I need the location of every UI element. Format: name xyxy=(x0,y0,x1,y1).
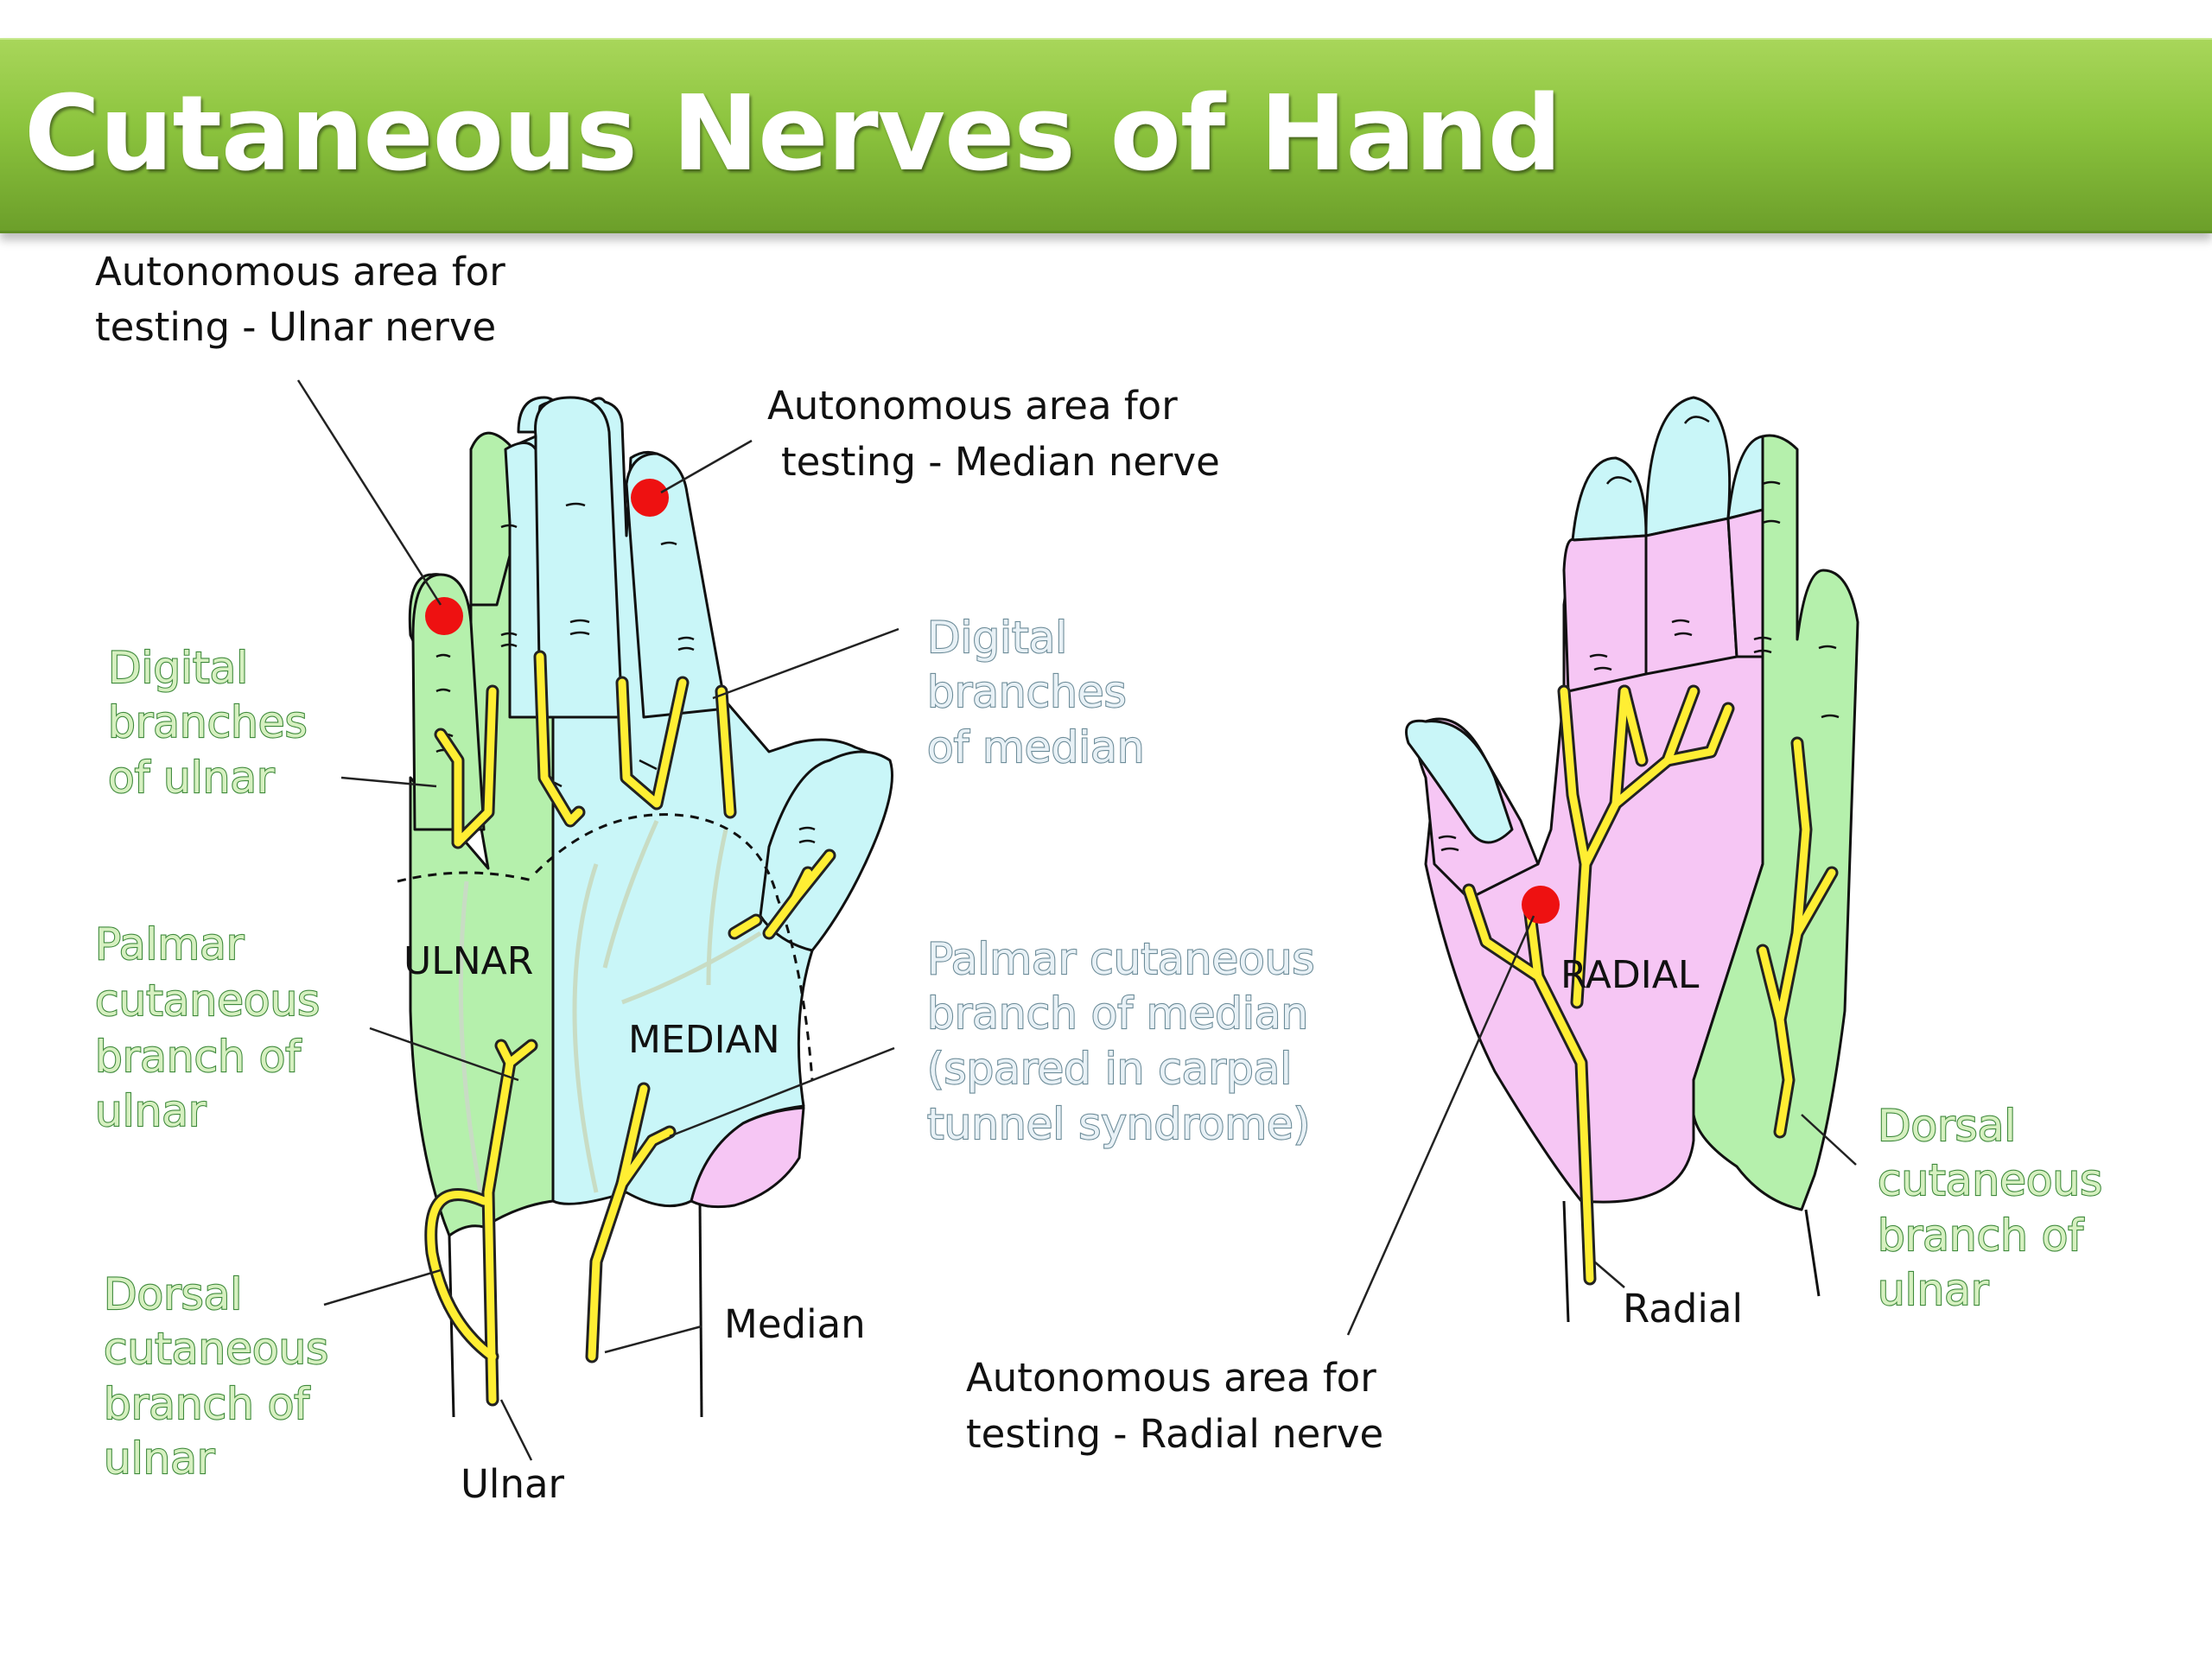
label-line: cutaneous xyxy=(95,976,320,1026)
label-line: Palmar cutaneous xyxy=(927,934,1314,984)
page-title: Cutaneous Nerves of Hand xyxy=(24,74,1562,194)
forearm-outline-right xyxy=(698,1200,703,1418)
label-palmar-median: Palmar cutaneous branch of median (spare… xyxy=(926,933,1316,1150)
palm-lines xyxy=(458,819,762,1211)
label-dorsal-ulnar-left: Dorsal cutaneous branch of ulnar xyxy=(103,1268,329,1484)
label-line: cutaneous xyxy=(1878,1155,2102,1205)
label-line: branch of median xyxy=(927,988,1308,1039)
forearm-outline-right-r xyxy=(1804,1209,1821,1297)
label-line: Digital xyxy=(927,613,1067,663)
region-label-ulnar: ULNAR xyxy=(404,939,533,983)
label-auto-radial: Autonomous area for testing - Radial ner… xyxy=(966,1355,1383,1457)
little-finger xyxy=(411,573,486,831)
region-label-radial: RADIAL xyxy=(1560,953,1700,997)
dorsal-ulnar-zone xyxy=(1692,434,1859,1211)
palmar-nerves-fill xyxy=(427,652,834,1404)
label-line: cutaneous xyxy=(104,1324,328,1374)
label-line: testing - Radial nerve xyxy=(966,1411,1383,1457)
label-nerve-radial: Radial xyxy=(1623,1286,1743,1332)
dorsal-nerves-fill xyxy=(1465,687,1836,1283)
region-label-median: MEDIAN xyxy=(628,1018,780,1062)
label-line: (spared in carpal xyxy=(927,1044,1292,1094)
autonomous-spot-radial xyxy=(1522,886,1560,924)
label-line: Autonomous area for xyxy=(966,1355,1376,1401)
median-boundary xyxy=(534,813,814,1081)
dorsal-creases xyxy=(1438,416,1840,852)
label-line: branches xyxy=(927,667,1127,717)
label-line: branch of xyxy=(1878,1211,2084,1261)
index-finger xyxy=(625,452,728,719)
label-line: Autonomous area for xyxy=(767,383,1178,429)
label-digital-ulnar: Digital branches of ulnar xyxy=(107,642,308,804)
autonomous-spot-median xyxy=(631,479,669,517)
label-palmar-ulnar: Palmar cutaneous branch of ulnar xyxy=(94,918,321,1137)
label-auto-ulnar: Autonomous area for testing - Ulnar nerv… xyxy=(95,249,505,350)
label-line: testing - Median nerve xyxy=(781,439,1220,485)
label-line: Palmar xyxy=(95,919,245,969)
title-bar: Cutaneous Nerves of Hand xyxy=(0,38,2212,233)
label-line: ulnar xyxy=(95,1086,207,1136)
palmar-hand xyxy=(397,396,893,1418)
label-line: Autonomous area for xyxy=(95,249,505,295)
thenar-radial-patch xyxy=(690,1106,805,1209)
label-line: of median xyxy=(927,722,1145,772)
label-digital-median: Digital branches of median xyxy=(926,612,1146,773)
label-dorsal-ulnar-right: Dorsal cutaneous branch of ulnar xyxy=(1877,1100,2103,1316)
label-line: Dorsal xyxy=(104,1269,242,1319)
label-line: Digital xyxy=(108,643,248,693)
label-line: Dorsal xyxy=(1878,1101,2016,1151)
middle-finger xyxy=(534,396,624,719)
dorsal-index-tip xyxy=(1571,456,1648,542)
label-line: tunnel syndrome) xyxy=(927,1099,1310,1149)
dorsal-middle-tip xyxy=(1644,396,1732,537)
forearm-outline-left-r xyxy=(1562,1200,1570,1323)
label-line: ulnar xyxy=(1878,1265,1989,1315)
dorsal-middle xyxy=(1644,517,1738,676)
dorsal-ring-tip xyxy=(1726,435,1764,520)
label-auto-median: Autonomous area for testing - Median ner… xyxy=(767,383,1220,485)
forearm-outline-left xyxy=(448,1235,455,1418)
ring-finger-median-half xyxy=(504,442,542,719)
label-nerve-ulnar: Ulnar xyxy=(461,1461,565,1507)
label-line: testing - Ulnar nerve xyxy=(95,304,496,350)
label-line: branch of xyxy=(104,1379,310,1429)
label-line: branches xyxy=(108,697,308,747)
dorsal-hand xyxy=(1405,396,1859,1323)
label-line: ulnar xyxy=(104,1433,215,1484)
label-line: branch of xyxy=(95,1032,302,1082)
autonomous-spot-ulnar xyxy=(425,597,463,635)
label-line: of ulnar xyxy=(108,753,275,803)
label-nerve-median: Median xyxy=(724,1301,866,1347)
dorsal-thumb-tip xyxy=(1405,719,1514,844)
ulnar-boundary xyxy=(397,871,537,883)
leader-lines xyxy=(296,379,1857,1461)
